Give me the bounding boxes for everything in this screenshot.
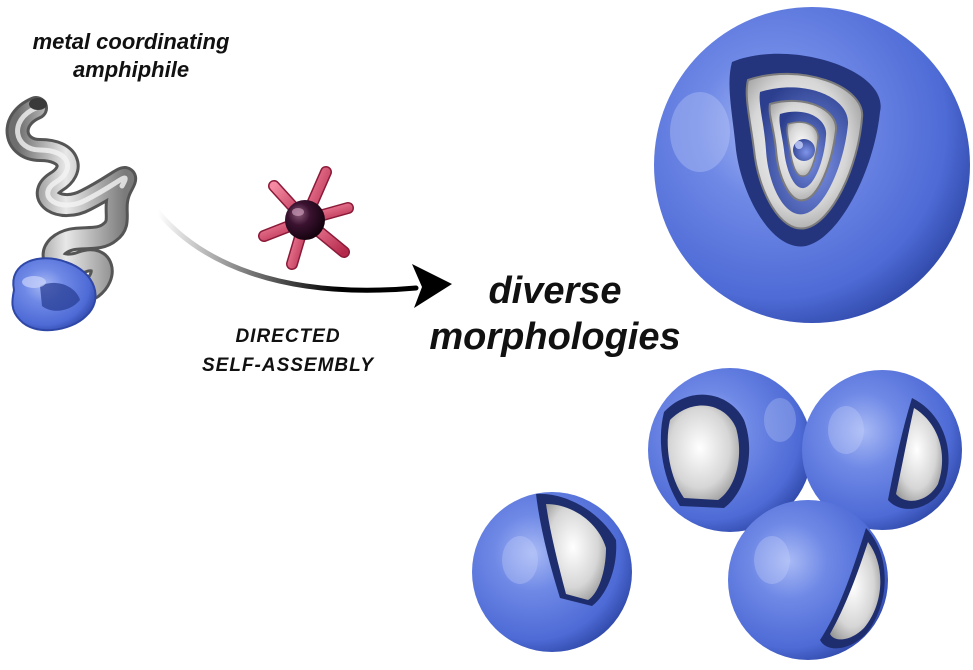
amphiphile-label-line1: metal coordinating [32,29,230,54]
amphiphile-label: metal coordinating amphiphile [6,28,256,84]
arrow-head [412,264,452,308]
assembly-arrow [155,209,452,308]
amphiphile-molecule [5,96,138,332]
result-label-line1: diverse [488,270,622,312]
vesicle-cluster-bottom [728,500,888,660]
amphiphile-label-line2: amphiphile [72,57,190,82]
result-label-line2: morphologies [429,316,681,358]
amphiphile-head [11,257,97,332]
multilamellar-vesicle [654,7,970,323]
vesicle-small [472,492,632,652]
result-label: diverse morphologies [420,268,690,360]
metal-core [285,200,325,240]
process-label-line1: DIRECTED [235,326,341,347]
process-label-line2: SELF-ASSEMBLY [201,355,375,376]
vesicle-cluster-top-right [802,370,962,530]
vesicle-cluster-top-left [648,368,812,532]
process-label: DIRECTED SELF-ASSEMBLY [168,322,408,380]
metal-ion [258,166,354,270]
